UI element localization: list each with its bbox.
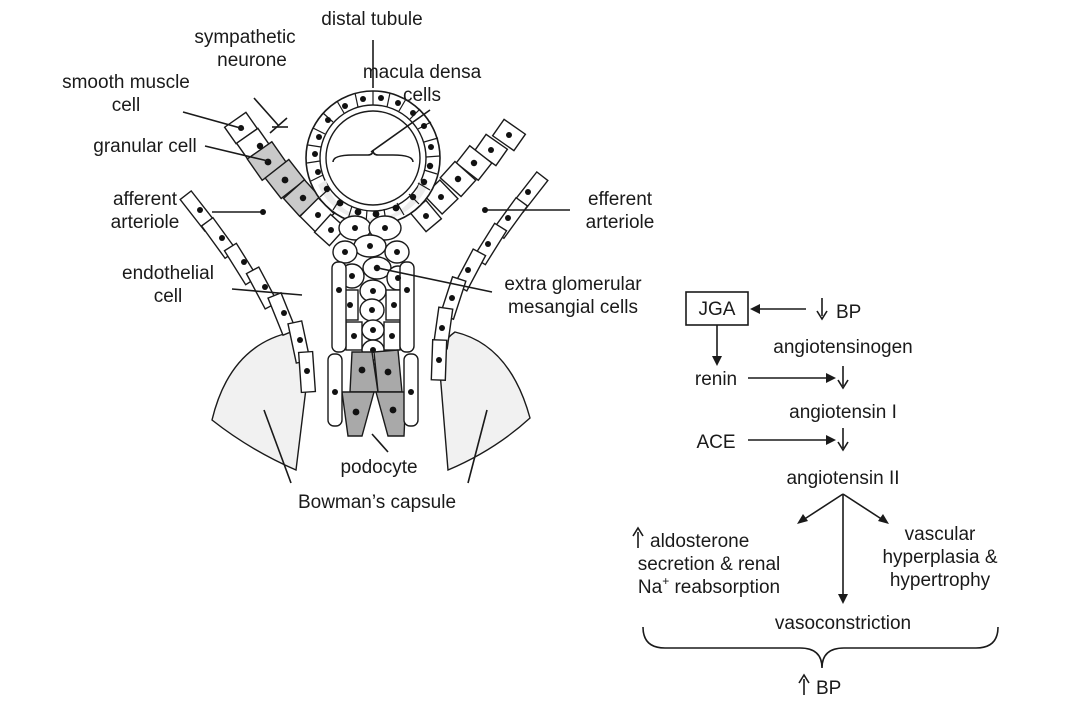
angiotensin-ii-label: angiotensin II — [786, 468, 899, 489]
arrow-to-aldosterone — [802, 493, 844, 521]
jga-label: JGA — [699, 299, 736, 320]
aldosterone-secretion-label: secretion & renal — [638, 554, 781, 575]
angiotensinogen-label: angiotensinogen — [773, 337, 912, 358]
label-distal-tubule: distal tubule — [321, 9, 422, 30]
bowmans-capsule-right-shape — [438, 331, 531, 472]
mesangial-cell-column — [331, 215, 415, 361]
up-arrow-bp-icon — [798, 673, 810, 695]
arrow-to-vascular — [842, 493, 884, 521]
angiotensin-i-label: angiotensin I — [789, 402, 897, 423]
label-macula-densa-cells: cells — [403, 85, 441, 106]
label-afferent: afferent — [113, 189, 178, 210]
label-endothelial: endothelial — [122, 263, 214, 284]
vascular-label: vascular — [905, 524, 976, 545]
label-bowmans-capsule: Bowman’s capsule — [298, 492, 456, 513]
summary-brace — [642, 626, 999, 669]
label-endothelial-cell: cell — [154, 286, 183, 307]
label-efferent-arteriole: arteriole — [586, 212, 655, 233]
up-arrow-icon — [632, 526, 644, 548]
na-reabsorption-label: Na+ reabsorption — [638, 574, 780, 598]
podocyte-cells — [327, 349, 419, 437]
aldosterone-label: aldosterone — [650, 531, 749, 552]
anatomy-text-labels: distal tubule sympathetic neurone smooth… — [62, 9, 654, 513]
renin-label: renin — [695, 369, 737, 390]
down-arrow-icon — [816, 298, 828, 321]
anatomy-leader-lines — [182, 40, 570, 484]
label-sympathetic: sympathetic — [194, 27, 295, 48]
vasoconstriction-label: vasoconstriction — [775, 613, 911, 634]
label-podocyte: podocyte — [340, 457, 417, 478]
label-smooth-muscle-cell: cell — [112, 95, 141, 116]
label-macula-densa: macula densa — [363, 62, 482, 83]
distal-tubule-ring — [305, 90, 441, 226]
low-bp-label: BP — [836, 302, 861, 323]
juxtaglomerular-anatomy: distal tubule sympathetic neurone smooth… — [62, 9, 654, 513]
raas-flowchart: JGA BP angiotensinogen renin angiotensin… — [632, 291, 999, 699]
ace-label: ACE — [696, 432, 735, 453]
hypertrophy-label: hypertrophy — [890, 570, 991, 591]
afferent-arteriole-cells — [179, 189, 317, 394]
label-extra-glomerular: extra glomerular — [504, 274, 642, 295]
high-bp-label: BP — [816, 678, 841, 699]
label-afferent-arteriole: arteriole — [111, 212, 180, 233]
label-neurone: neurone — [217, 50, 287, 71]
label-granular-cell: granular cell — [93, 136, 197, 157]
label-efferent: efferent — [588, 189, 653, 210]
right-wall-cells — [409, 118, 527, 233]
label-smooth-muscle: smooth muscle — [62, 72, 190, 93]
label-mesangial-cells: mesangial cells — [508, 297, 638, 318]
hyperplasia-label: hyperplasia & — [882, 547, 997, 568]
jga-box — [685, 291, 749, 326]
efferent-arteriole-cells — [430, 170, 549, 381]
